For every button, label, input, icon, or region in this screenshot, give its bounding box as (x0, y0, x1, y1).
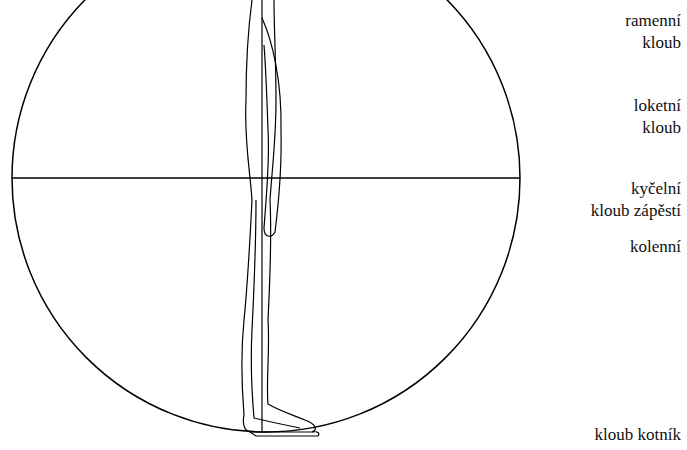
joint-label: kolenní (561, 236, 681, 258)
joint-label: kloub zápěstí (541, 200, 681, 222)
joint-label: loketní kloub (601, 95, 681, 139)
vertical-axis (261, 0, 262, 432)
joint-label: ramenní kloub (601, 10, 681, 54)
human-figure (242, 0, 319, 436)
motion-circle (12, 0, 520, 432)
joint-label: kloub kotník (521, 424, 681, 446)
horizontal-axis (12, 177, 520, 179)
joint-label: kyčelní (561, 178, 681, 200)
